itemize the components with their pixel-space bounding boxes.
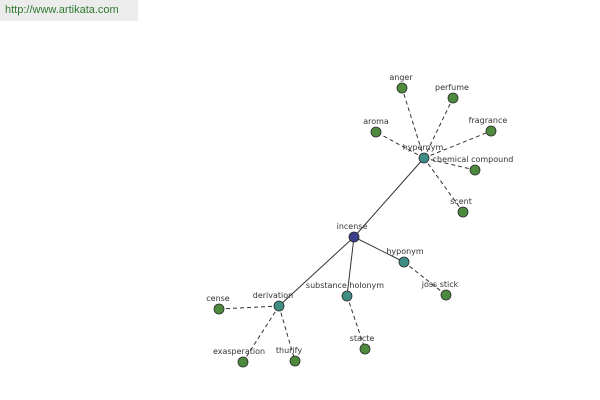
node-incense[interactable] bbox=[348, 231, 360, 243]
edge-hypernym-to-anger bbox=[401, 87, 425, 159]
node-label-cense: cense bbox=[206, 294, 230, 303]
node-exasperation[interactable] bbox=[237, 356, 249, 368]
node-anger[interactable] bbox=[396, 82, 408, 94]
edge-hypernym-to-aroma bbox=[375, 131, 425, 159]
node-label-exasperation: exasperation bbox=[213, 347, 265, 356]
node-thurify[interactable] bbox=[289, 355, 301, 367]
node-hypernym[interactable] bbox=[418, 152, 430, 164]
node-label-anger: anger bbox=[389, 73, 413, 82]
node-label-scent: scent bbox=[450, 197, 472, 206]
labels-layer: incense hypernym hyponym substance holonym d… bbox=[206, 73, 513, 356]
node-label-fragrance: fragrance bbox=[469, 116, 508, 125]
node-substance-holonym[interactable] bbox=[341, 290, 353, 302]
node-label-perfume: perfume bbox=[435, 83, 469, 92]
node-perfume[interactable] bbox=[447, 92, 459, 104]
edge-incense-to-derivation bbox=[278, 236, 355, 307]
node-joss-stick[interactable] bbox=[440, 289, 452, 301]
node-label-thurify: thurify bbox=[276, 346, 302, 355]
node-label-chemical-compound: chemical compound bbox=[433, 155, 514, 164]
edge-incense-to-substance-holonym bbox=[346, 236, 355, 297]
node-label-hyponym: hyponym bbox=[386, 247, 424, 256]
edge-hyponym-to-joss-stick bbox=[403, 261, 447, 296]
node-stacte[interactable] bbox=[359, 343, 371, 355]
node-label-hypernym: hypernym bbox=[403, 143, 444, 152]
edge-substance-holonym-to-stacte bbox=[346, 295, 366, 350]
edge-hypernym-to-fragrance bbox=[423, 130, 492, 159]
edges-layer bbox=[218, 87, 492, 363]
node-cense[interactable] bbox=[213, 303, 225, 315]
node-scent[interactable] bbox=[457, 206, 469, 218]
site-url-link[interactable]: http://www.artikata.com bbox=[5, 4, 119, 16]
nodes-layer bbox=[213, 82, 497, 368]
edge-incense-to-hyponym bbox=[353, 236, 405, 263]
url-bar: http://www.artikata.com bbox=[0, 0, 138, 21]
node-fragrance[interactable] bbox=[485, 125, 497, 137]
node-label-stacte: stacte bbox=[350, 334, 375, 343]
node-label-derivation: derivation bbox=[253, 291, 293, 300]
node-label-incense: incense bbox=[337, 222, 368, 231]
node-hyponym[interactable] bbox=[398, 256, 410, 268]
node-label-substance-holonym: substance holonym bbox=[306, 281, 384, 290]
edge-incense-to-hypernym bbox=[353, 157, 425, 238]
edge-derivation-to-thurify bbox=[278, 305, 296, 362]
node-chemical-compound[interactable] bbox=[469, 164, 481, 176]
edge-hypernym-to-chemical-compound bbox=[423, 157, 476, 171]
node-derivation[interactable] bbox=[273, 300, 285, 312]
node-label-aroma: aroma bbox=[363, 117, 389, 126]
edge-derivation-to-cense bbox=[218, 305, 280, 310]
node-aroma[interactable] bbox=[370, 126, 382, 138]
node-label-joss-stick: joss stick bbox=[421, 280, 459, 289]
